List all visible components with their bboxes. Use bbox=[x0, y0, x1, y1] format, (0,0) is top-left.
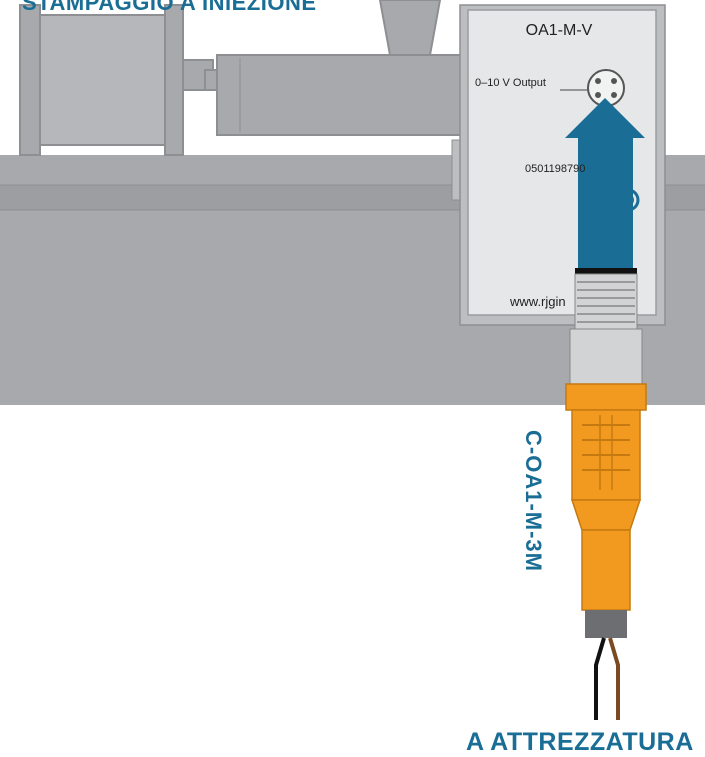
output-label: 0–10 V Output bbox=[475, 77, 546, 89]
signal-arrow bbox=[565, 98, 645, 270]
machine-clamp-unit bbox=[19, 4, 214, 156]
cable-jacket bbox=[585, 610, 627, 638]
threaded-connector bbox=[569, 268, 643, 385]
cable-part-label: C-OA1-M-3M bbox=[521, 430, 546, 572]
sensor-model-label: OA1-M-V bbox=[525, 22, 593, 39]
machine-barrel bbox=[204, 0, 468, 136]
website-label: www.rjgin bbox=[510, 294, 566, 309]
output-port bbox=[560, 69, 625, 107]
rjg-logo-text: RJG bbox=[591, 118, 616, 164]
cable-connector bbox=[565, 383, 647, 611]
cable-wires bbox=[594, 637, 620, 720]
serial-number: 0501198790 bbox=[525, 163, 586, 175]
title-to-mold: A ATTREZZATURA bbox=[466, 728, 694, 756]
title-injection-molding: STAMPAGGIO A INIEZIONE bbox=[22, 0, 317, 15]
